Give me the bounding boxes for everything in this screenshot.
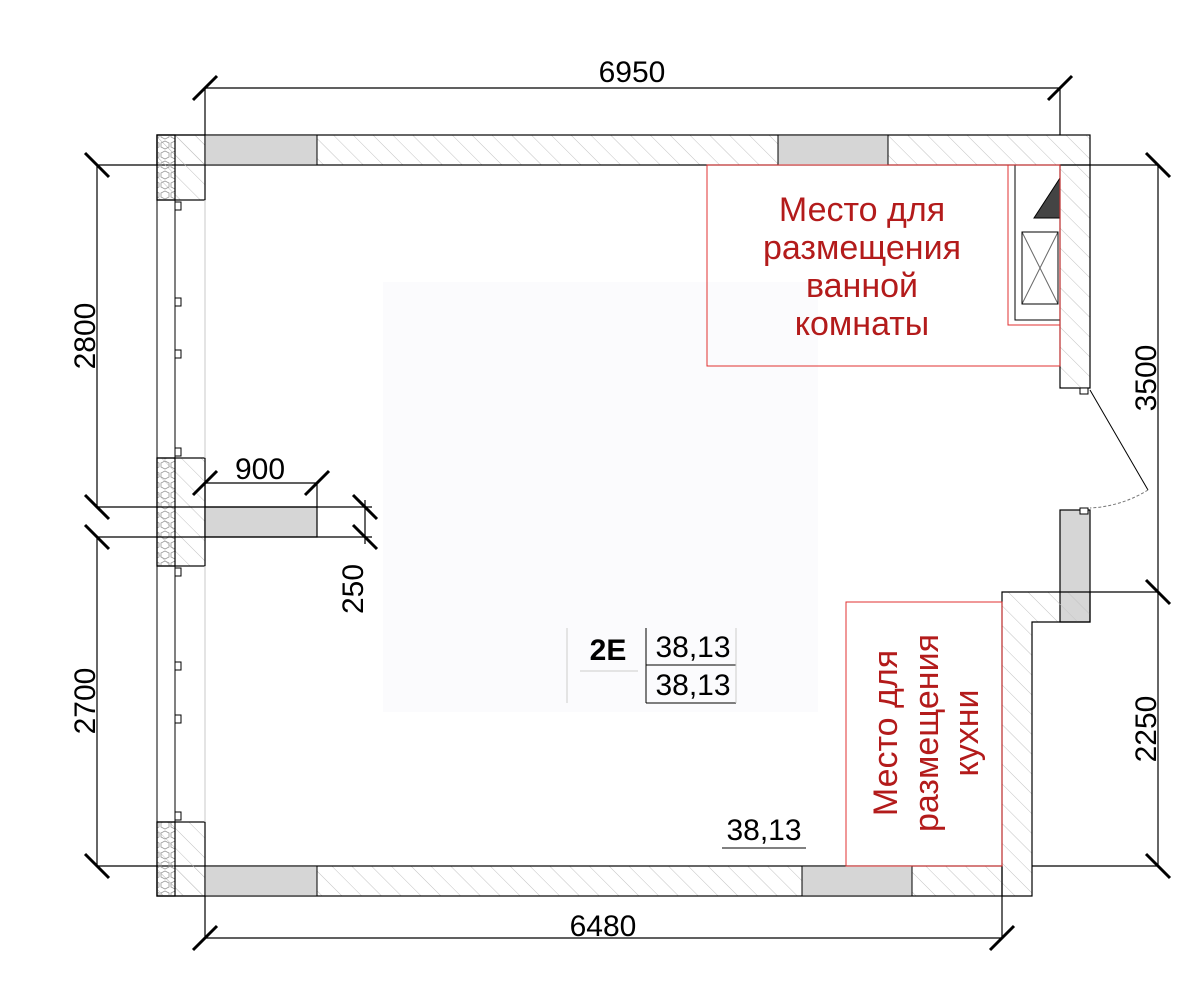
room-area-living: 38,13 <box>655 669 730 702</box>
dim-partition-width: 900 <box>235 453 285 486</box>
partition-wall <box>204 506 318 538</box>
glazing-mullions <box>174 201 182 821</box>
dim-partition-thickness: 250 <box>337 564 370 614</box>
left-glazing <box>156 200 206 822</box>
window-top-right <box>777 134 889 166</box>
svg-text:размещения: размещения <box>908 634 946 832</box>
wall-left-mid-honeycomb <box>156 457 176 567</box>
kitchen-zone-label: Место для размещения кухни <box>867 634 986 832</box>
svg-text:ванной: ванной <box>806 267 918 305</box>
windows <box>204 134 913 897</box>
room-floor-tint <box>383 282 818 712</box>
svg-text:комнаты: комнаты <box>795 305 930 343</box>
wall-left-top-honeycomb <box>156 134 176 201</box>
dim-bottom-width: 6480 <box>570 910 637 943</box>
dim-left-upper: 2800 <box>69 303 102 370</box>
dim-right-lower: 2250 <box>1130 696 1163 763</box>
bathroom-zone <box>706 164 1061 367</box>
room-area-total: 38,13 <box>655 631 730 664</box>
room-code: 2E <box>590 634 627 667</box>
dim-left-lower: 2700 <box>69 668 102 735</box>
floor-area-label: 38,13 <box>726 814 801 847</box>
svg-text:размещения: размещения <box>763 229 961 267</box>
wall-kitchen-niche <box>1001 591 1091 897</box>
window-top-left <box>204 134 318 166</box>
wall-right-upper <box>1059 164 1091 389</box>
bathroom-zone-label: Место для размещения ванной комнаты <box>763 191 961 343</box>
entrance-door <box>1079 387 1149 515</box>
window-bottom-right <box>801 865 913 897</box>
wall-left-bottom-honeycomb <box>156 821 176 897</box>
svg-text:кухни: кухни <box>948 689 986 776</box>
dim-top-width: 6950 <box>599 56 666 89</box>
dim-right-upper: 3500 <box>1130 345 1163 412</box>
svg-text:Место для: Место для <box>779 191 945 229</box>
room-label: 2E 38,13 38,13 <box>566 628 737 704</box>
svg-text:Место для: Место для <box>867 650 905 816</box>
kitchen-zone <box>845 601 1003 867</box>
bathroom-shaft <box>1007 164 1061 326</box>
window-bottom-left <box>204 865 318 897</box>
dimension-lines <box>83 74 1172 952</box>
